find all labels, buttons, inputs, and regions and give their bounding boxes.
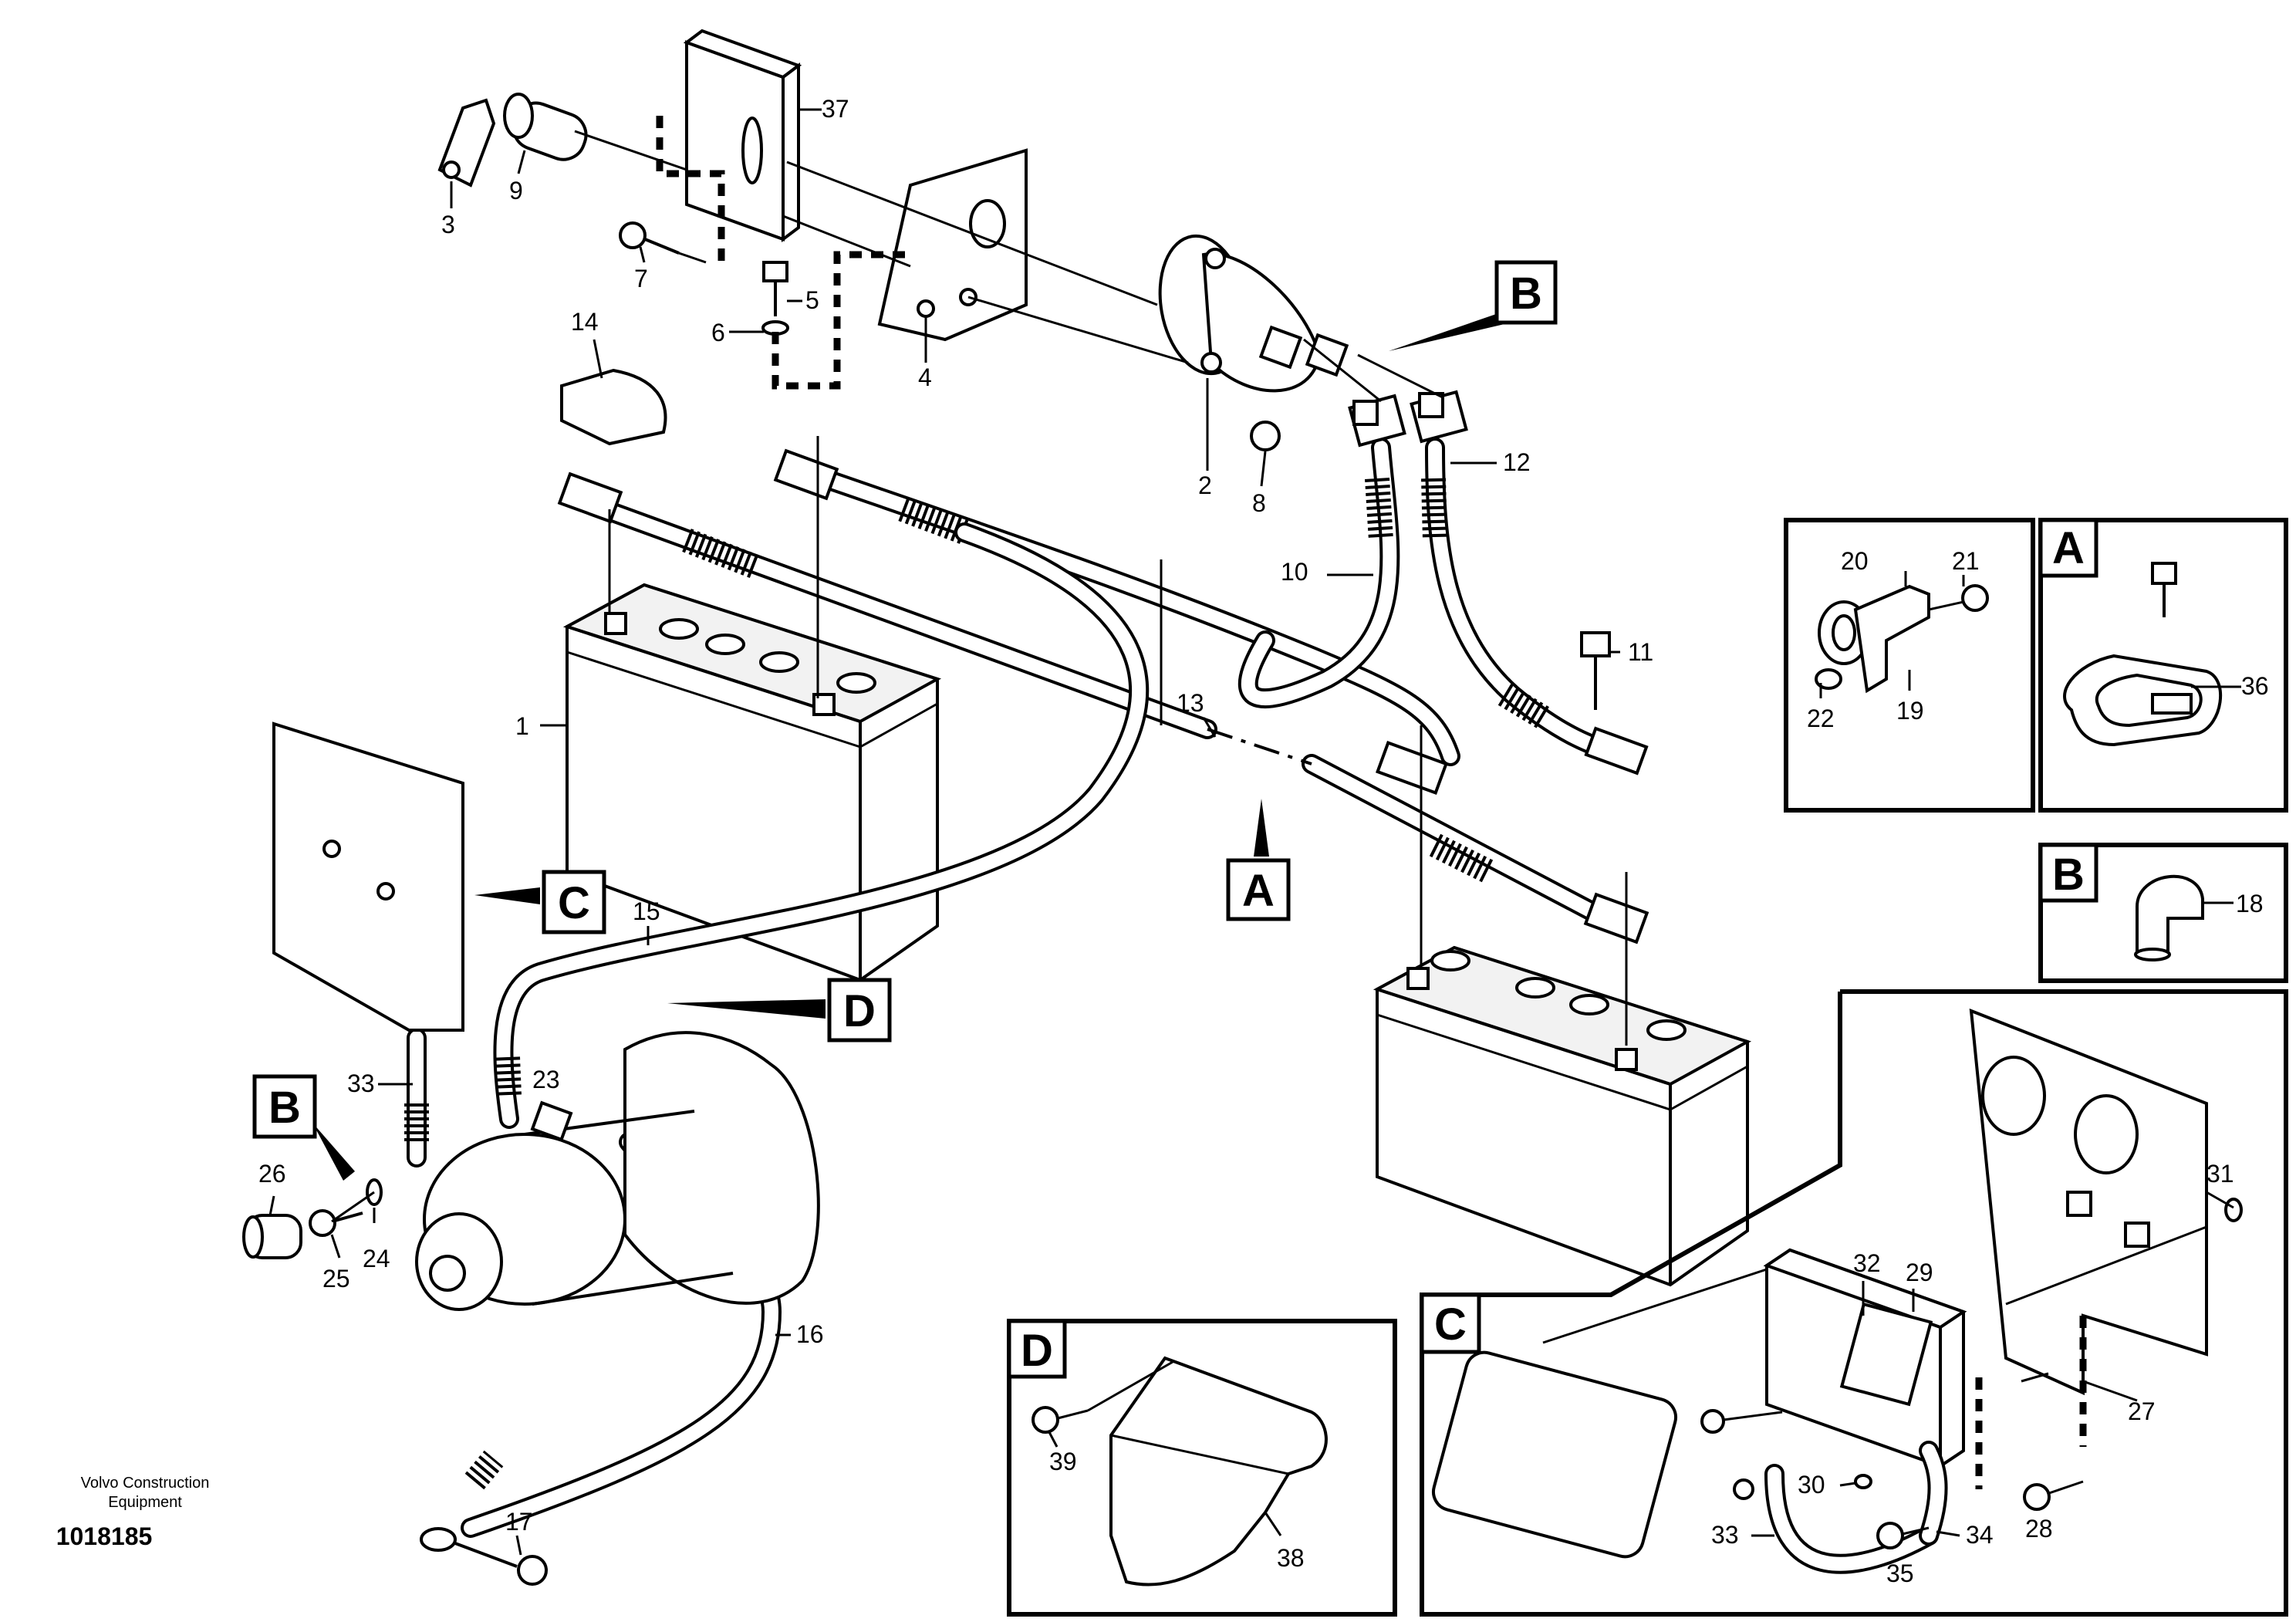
nut-8	[1250, 421, 1281, 451]
inset-label-D: D	[1021, 1326, 1053, 1376]
cable-15	[493, 522, 1150, 1129]
inset-A: A	[2038, 518, 2288, 813]
callout-22: 22	[1807, 705, 1835, 732]
view-box-B	[1494, 260, 1558, 325]
starter-motor	[415, 1031, 820, 1311]
solenoid-2	[1158, 234, 1349, 393]
callout-35: 35	[1886, 1559, 1914, 1587]
view-pointer-D	[667, 999, 826, 1019]
view-pointer-A	[1254, 799, 1269, 857]
callout-1: 1	[515, 712, 529, 740]
bracket-37	[683, 29, 802, 242]
callout-27: 27	[2128, 1397, 2156, 1425]
battery-cable-13	[557, 471, 1649, 944]
callout-10: 10	[1281, 558, 1308, 586]
callout-14: 14	[571, 308, 599, 336]
callout-24: 24	[363, 1245, 390, 1272]
callout-leaders	[268, 150, 1620, 1556]
callout-34: 34	[1966, 1521, 1994, 1549]
terminal-3	[437, 98, 496, 188]
callout-31: 31	[2207, 1160, 2234, 1188]
callout-23: 23	[532, 1066, 560, 1093]
inset-label-A: A	[2052, 523, 2085, 573]
callout-numbers: 1 2 3 4 5 6 7 8 9 10 11 12 13 14 15 16 1…	[258, 95, 2269, 1587]
callout-9: 9	[509, 177, 523, 204]
sleeve-9	[503, 93, 588, 161]
inset-B: B	[2038, 843, 2288, 983]
battery-right	[1373, 945, 1752, 1287]
view-box-A	[1226, 858, 1291, 921]
view-pointer-B-left	[312, 1123, 355, 1181]
drawing-number: 1018185	[56, 1522, 153, 1550]
screw-7	[619, 221, 680, 255]
inset-clamp	[1784, 518, 2035, 813]
callout-33: 33	[347, 1070, 375, 1097]
view-pointer-C	[474, 887, 540, 904]
screw-5	[761, 261, 789, 336]
callout-6: 6	[711, 319, 725, 346]
callout-21: 21	[1952, 547, 1980, 575]
callout-29: 29	[1906, 1259, 1933, 1286]
callout-18: 18	[2236, 890, 2264, 917]
battery-cable-upper	[773, 448, 1460, 796]
inset-D: D	[1007, 1319, 1397, 1617]
view-label-B: B	[1510, 269, 1542, 319]
callout-5: 5	[805, 286, 819, 314]
callout-12: 12	[1503, 448, 1531, 476]
callout-39: 39	[1049, 1448, 1077, 1475]
mounting-plate	[272, 721, 464, 1032]
callout-17: 17	[505, 1508, 533, 1536]
connectors-12	[1352, 392, 1444, 426]
terminal-cover-14	[560, 368, 667, 446]
callout-28: 28	[2025, 1515, 2053, 1543]
callout-20: 20	[1841, 547, 1869, 575]
view-label-D: D	[843, 986, 876, 1036]
callout-32: 32	[1853, 1249, 1881, 1277]
callout-38: 38	[1277, 1544, 1305, 1572]
callout-36: 36	[2241, 672, 2269, 700]
view-box-D	[827, 978, 892, 1042]
callout-2: 2	[1198, 471, 1212, 499]
sleeve-26	[242, 1214, 302, 1259]
callout-7: 7	[634, 265, 648, 292]
view-label-A: A	[1242, 866, 1275, 916]
screw-11	[1580, 631, 1611, 710]
callout-30: 30	[1798, 1471, 1825, 1499]
nut-23	[530, 1100, 573, 1142]
view-pointer-B-main	[1389, 313, 1504, 351]
screw-25	[309, 1209, 363, 1237]
callout-16: 16	[796, 1320, 824, 1348]
callout-15: 15	[633, 897, 660, 925]
maker-line-1: Volvo Construction	[81, 1475, 210, 1492]
view-label-C: C	[558, 878, 590, 928]
view-label-B2: B	[268, 1083, 301, 1133]
inset-label-C: C	[1434, 1299, 1467, 1350]
callout-26: 26	[258, 1160, 286, 1188]
battery-left	[562, 583, 942, 982]
callout-13: 13	[1177, 689, 1204, 717]
callout-37: 37	[822, 95, 849, 123]
view-box-B2	[252, 1074, 317, 1139]
callout-8: 8	[1252, 489, 1266, 517]
view-box-C	[542, 870, 606, 934]
cable-10	[1237, 390, 1649, 776]
callout-4: 4	[918, 363, 932, 391]
callout-25: 25	[322, 1265, 350, 1293]
callout-33-inset: 33	[1711, 1521, 1739, 1549]
screw-17	[454, 1542, 548, 1586]
callout-3: 3	[441, 211, 455, 238]
assembly-lines	[331, 116, 1628, 1223]
callout-11: 11	[1628, 638, 1653, 666]
inset-label-B: B	[2052, 850, 2085, 900]
callout-19: 19	[1896, 697, 1924, 725]
maker-line-2: Equipment	[108, 1494, 182, 1511]
